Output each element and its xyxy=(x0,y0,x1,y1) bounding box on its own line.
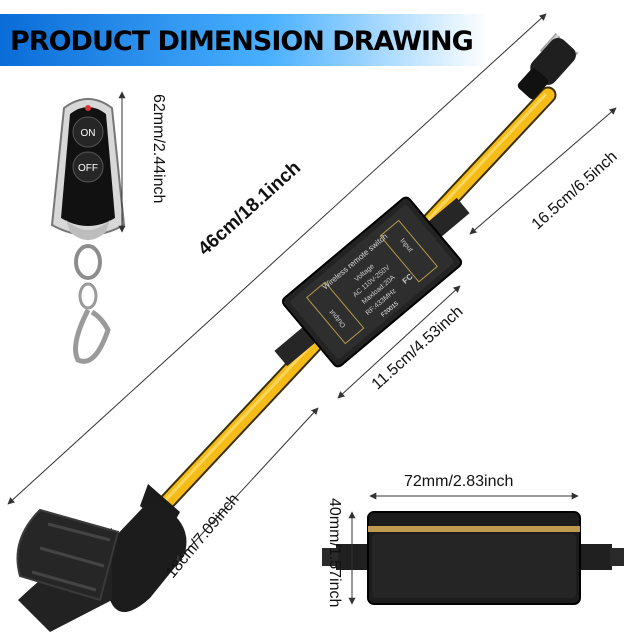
switch-box: Wireless remote switch Voltage AC 110V-2… xyxy=(274,196,470,368)
off-label: OFF xyxy=(78,163,98,174)
on-label: ON xyxy=(81,128,96,139)
dim-remote-height: 62mm/2.44inch xyxy=(150,94,167,204)
switch-box-side-view xyxy=(322,511,624,605)
triple-outlet-icon xyxy=(16,484,187,632)
page-title: PRODUCT DIMENSION DRAWING xyxy=(10,26,474,57)
dim-box-width: 72mm/2.83inch xyxy=(404,473,514,490)
dim-box-height: 40mm/1.57inch xyxy=(326,498,343,608)
dimension-lines xyxy=(7,13,617,605)
